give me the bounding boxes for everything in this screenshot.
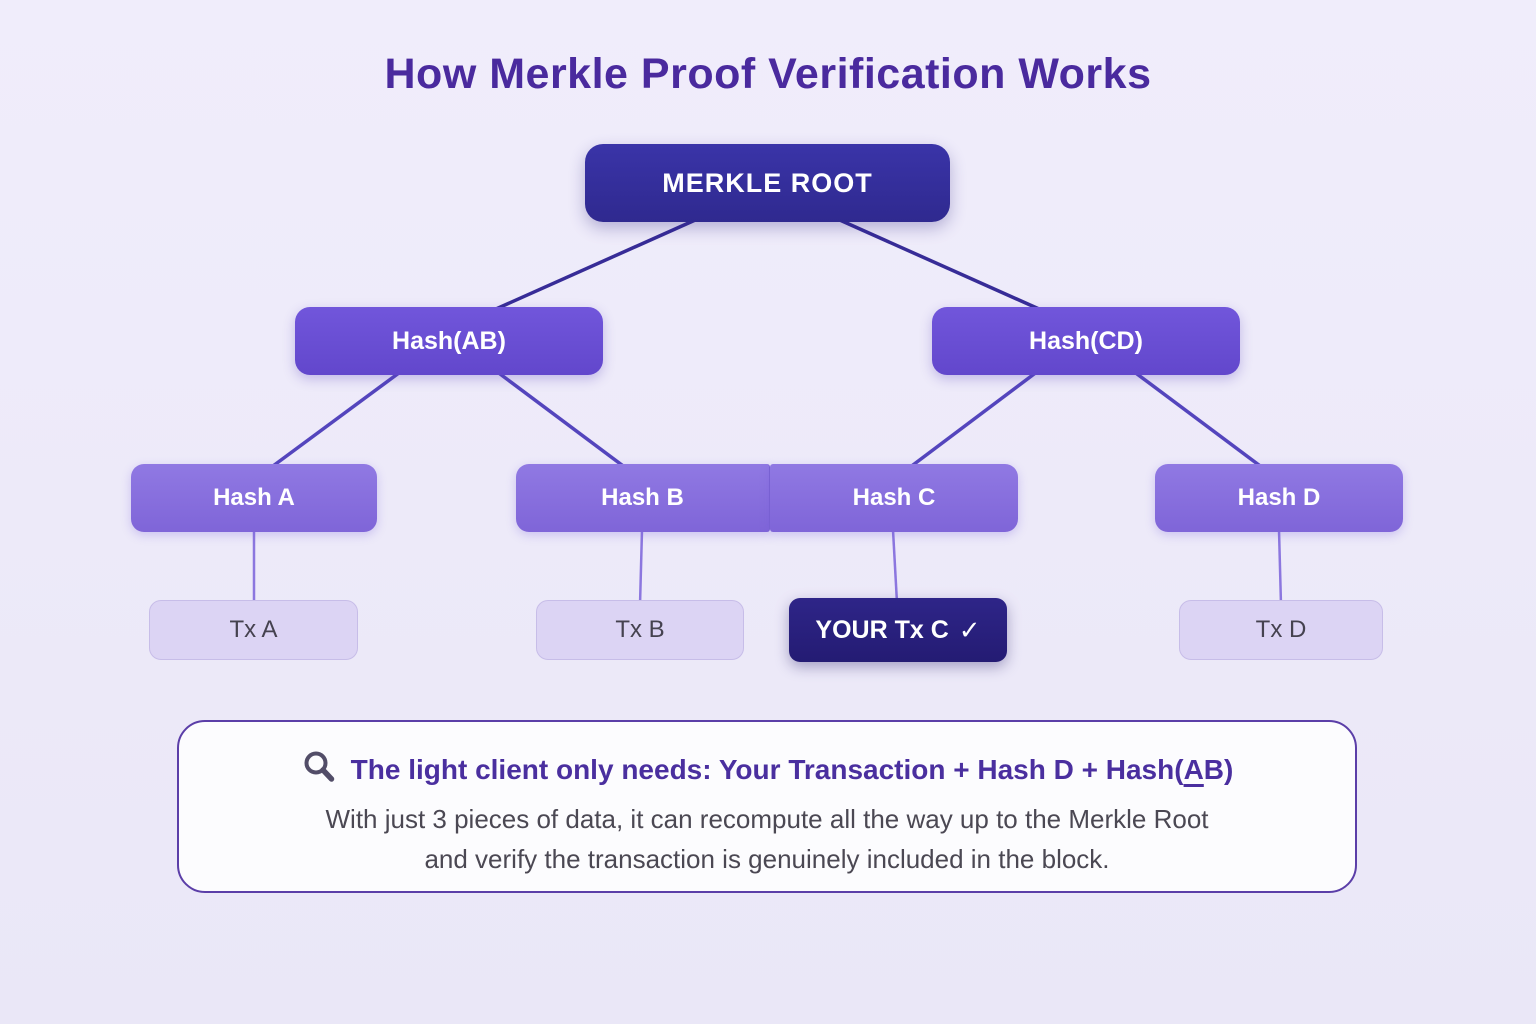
tx-a-node: Tx A (149, 600, 358, 660)
magnifier-icon (301, 749, 337, 790)
hash-ab-label: Hash(AB) (392, 326, 506, 355)
callout-body: With just 3 pieces of data, it can recom… (326, 799, 1209, 879)
headline-suffix: B) (1203, 753, 1234, 785)
callout-panel: The light client only needs: Your Transa… (177, 720, 1357, 893)
hash-cd-label: Hash(CD) (1029, 326, 1143, 355)
your-tx-c-label: YOUR Tx C (815, 615, 949, 644)
connector-hash-d-to-tx-d (1277, 529, 1283, 606)
tx-b-node: Tx B (536, 600, 744, 660)
hash-c-label: Hash C (852, 484, 936, 511)
tx-d-node: Tx D (1179, 600, 1383, 660)
hash-ab-node: Hash(AB) (295, 307, 603, 375)
callout-headline-row: The light client only needs: Your Transa… (301, 749, 1234, 790)
connector-hash-c-to-tx-c (891, 529, 899, 604)
hash-a-node: Hash A (131, 464, 377, 532)
callout-body-line-2: and verify the transaction is genuinely … (424, 844, 1110, 874)
tx-a-label: Tx A (229, 616, 278, 643)
tx-d-label: Tx D (1255, 616, 1307, 643)
connector-hash-b-to-tx-b (638, 529, 644, 606)
page-title: How Merkle Proof Verification Works (384, 50, 1152, 98)
hash-d-label: Hash D (1237, 484, 1321, 511)
callout-headline: The light client only needs: Your Transa… (351, 754, 1234, 786)
your-tx-c-node: YOUR Tx C ✓ (789, 598, 1007, 662)
callout-body-line-1: With just 3 pieces of data, it can recom… (325, 804, 1209, 834)
merkle-root-label: MERKLE ROOT (662, 167, 873, 198)
hash-a-label: Hash A (213, 484, 295, 511)
hash-cd-node: Hash(CD) (932, 307, 1240, 375)
headline-prefix: The light client only needs: Your Transa… (350, 753, 1184, 785)
hash-b-node: Hash B (516, 464, 770, 532)
headline-underlined-part: A (1183, 753, 1204, 785)
merkle-root-node: MERKLE ROOT (585, 144, 950, 222)
hash-c-node: Hash C (770, 464, 1018, 532)
tx-b-label: Tx B (615, 616, 665, 643)
hash-d-node: Hash D (1155, 464, 1403, 532)
checkmark-icon: ✓ (958, 614, 981, 645)
hash-b-label: Hash B (601, 484, 684, 511)
